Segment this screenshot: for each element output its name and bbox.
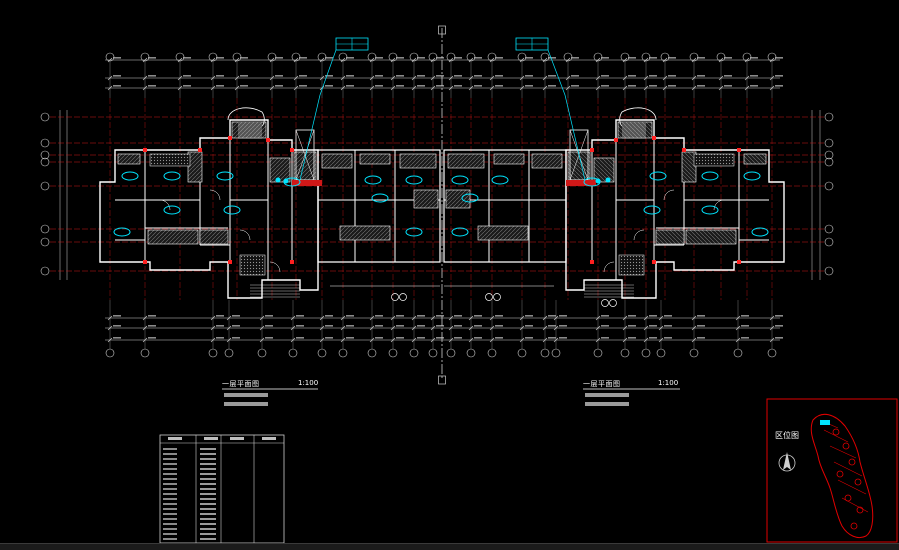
key-plan-label: 区位图 bbox=[775, 431, 799, 440]
building-walls bbox=[99, 107, 785, 307]
dimension-lines bbox=[40, 52, 834, 358]
status-bar bbox=[0, 543, 899, 550]
sanitary-fixtures bbox=[113, 171, 769, 237]
right-plan-scale: 1:100 bbox=[658, 379, 679, 387]
right-plan-title: 一层平面图 bbox=[583, 380, 621, 388]
left-plan-scale: 1:100 bbox=[298, 379, 319, 387]
leader-tags bbox=[299, 37, 586, 181]
key-plan bbox=[766, 398, 898, 543]
center-divider bbox=[438, 25, 446, 385]
area-schedule-table bbox=[159, 434, 285, 544]
north-arrow-icon bbox=[778, 452, 796, 472]
left-plan-title: 一层平面图 bbox=[222, 380, 260, 388]
title-blocks bbox=[222, 388, 680, 406]
